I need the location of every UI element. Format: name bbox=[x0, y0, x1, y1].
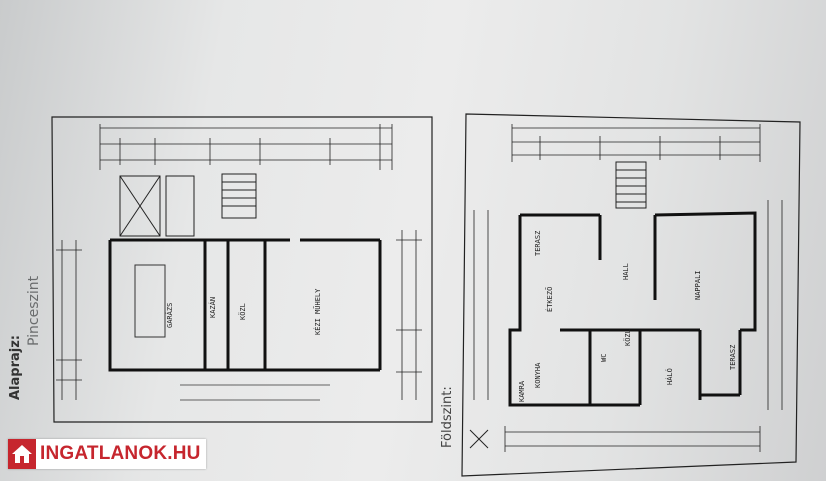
room-kozl-ground: KÖZL bbox=[623, 329, 632, 346]
ground-stair bbox=[615, 161, 647, 209]
room-terasz-top: TERASZ bbox=[534, 231, 542, 256]
room-konyha: KONYHA bbox=[534, 362, 542, 388]
foldszint-label: Földszint: bbox=[440, 386, 455, 448]
room-kozl: KÖZL bbox=[238, 303, 247, 320]
pinceszint-label: Pinceszint bbox=[26, 275, 42, 346]
basement-frame bbox=[51, 116, 433, 423]
basement-stair-area bbox=[119, 173, 257, 237]
room-kezi-muhely: KÉZI MŰHELY bbox=[313, 288, 322, 335]
garage-car-outline bbox=[134, 264, 166, 338]
room-nappali: NAPPALI bbox=[694, 270, 702, 300]
room-etkezo: ÉTKEZŐ bbox=[545, 287, 554, 312]
alaprajz-label: Alaprajz: bbox=[8, 335, 23, 400]
basement-walls bbox=[108, 238, 382, 372]
room-garazs: GARÁZS bbox=[165, 303, 174, 328]
ground-walls bbox=[508, 211, 757, 407]
north-arrow bbox=[469, 429, 489, 449]
room-wc: WC bbox=[600, 354, 608, 362]
ground-dimension-lines bbox=[473, 124, 783, 452]
watermark-text: INGATLANOK.HU bbox=[40, 443, 201, 464]
room-kazan: KAZÁN bbox=[208, 297, 217, 318]
ground-frame bbox=[461, 113, 801, 477]
basement-dimension-lines bbox=[56, 124, 422, 400]
room-halo: HÁLÓ bbox=[665, 368, 674, 385]
room-kamra: KAMRA bbox=[518, 380, 526, 402]
room-terasz-right: TERASZ bbox=[729, 345, 737, 370]
room-hall: HALL bbox=[622, 263, 630, 280]
house-icon bbox=[8, 439, 36, 469]
watermark-logo: INGATLANOK.HU bbox=[8, 439, 206, 469]
basement-bottom-marks bbox=[180, 384, 330, 401]
